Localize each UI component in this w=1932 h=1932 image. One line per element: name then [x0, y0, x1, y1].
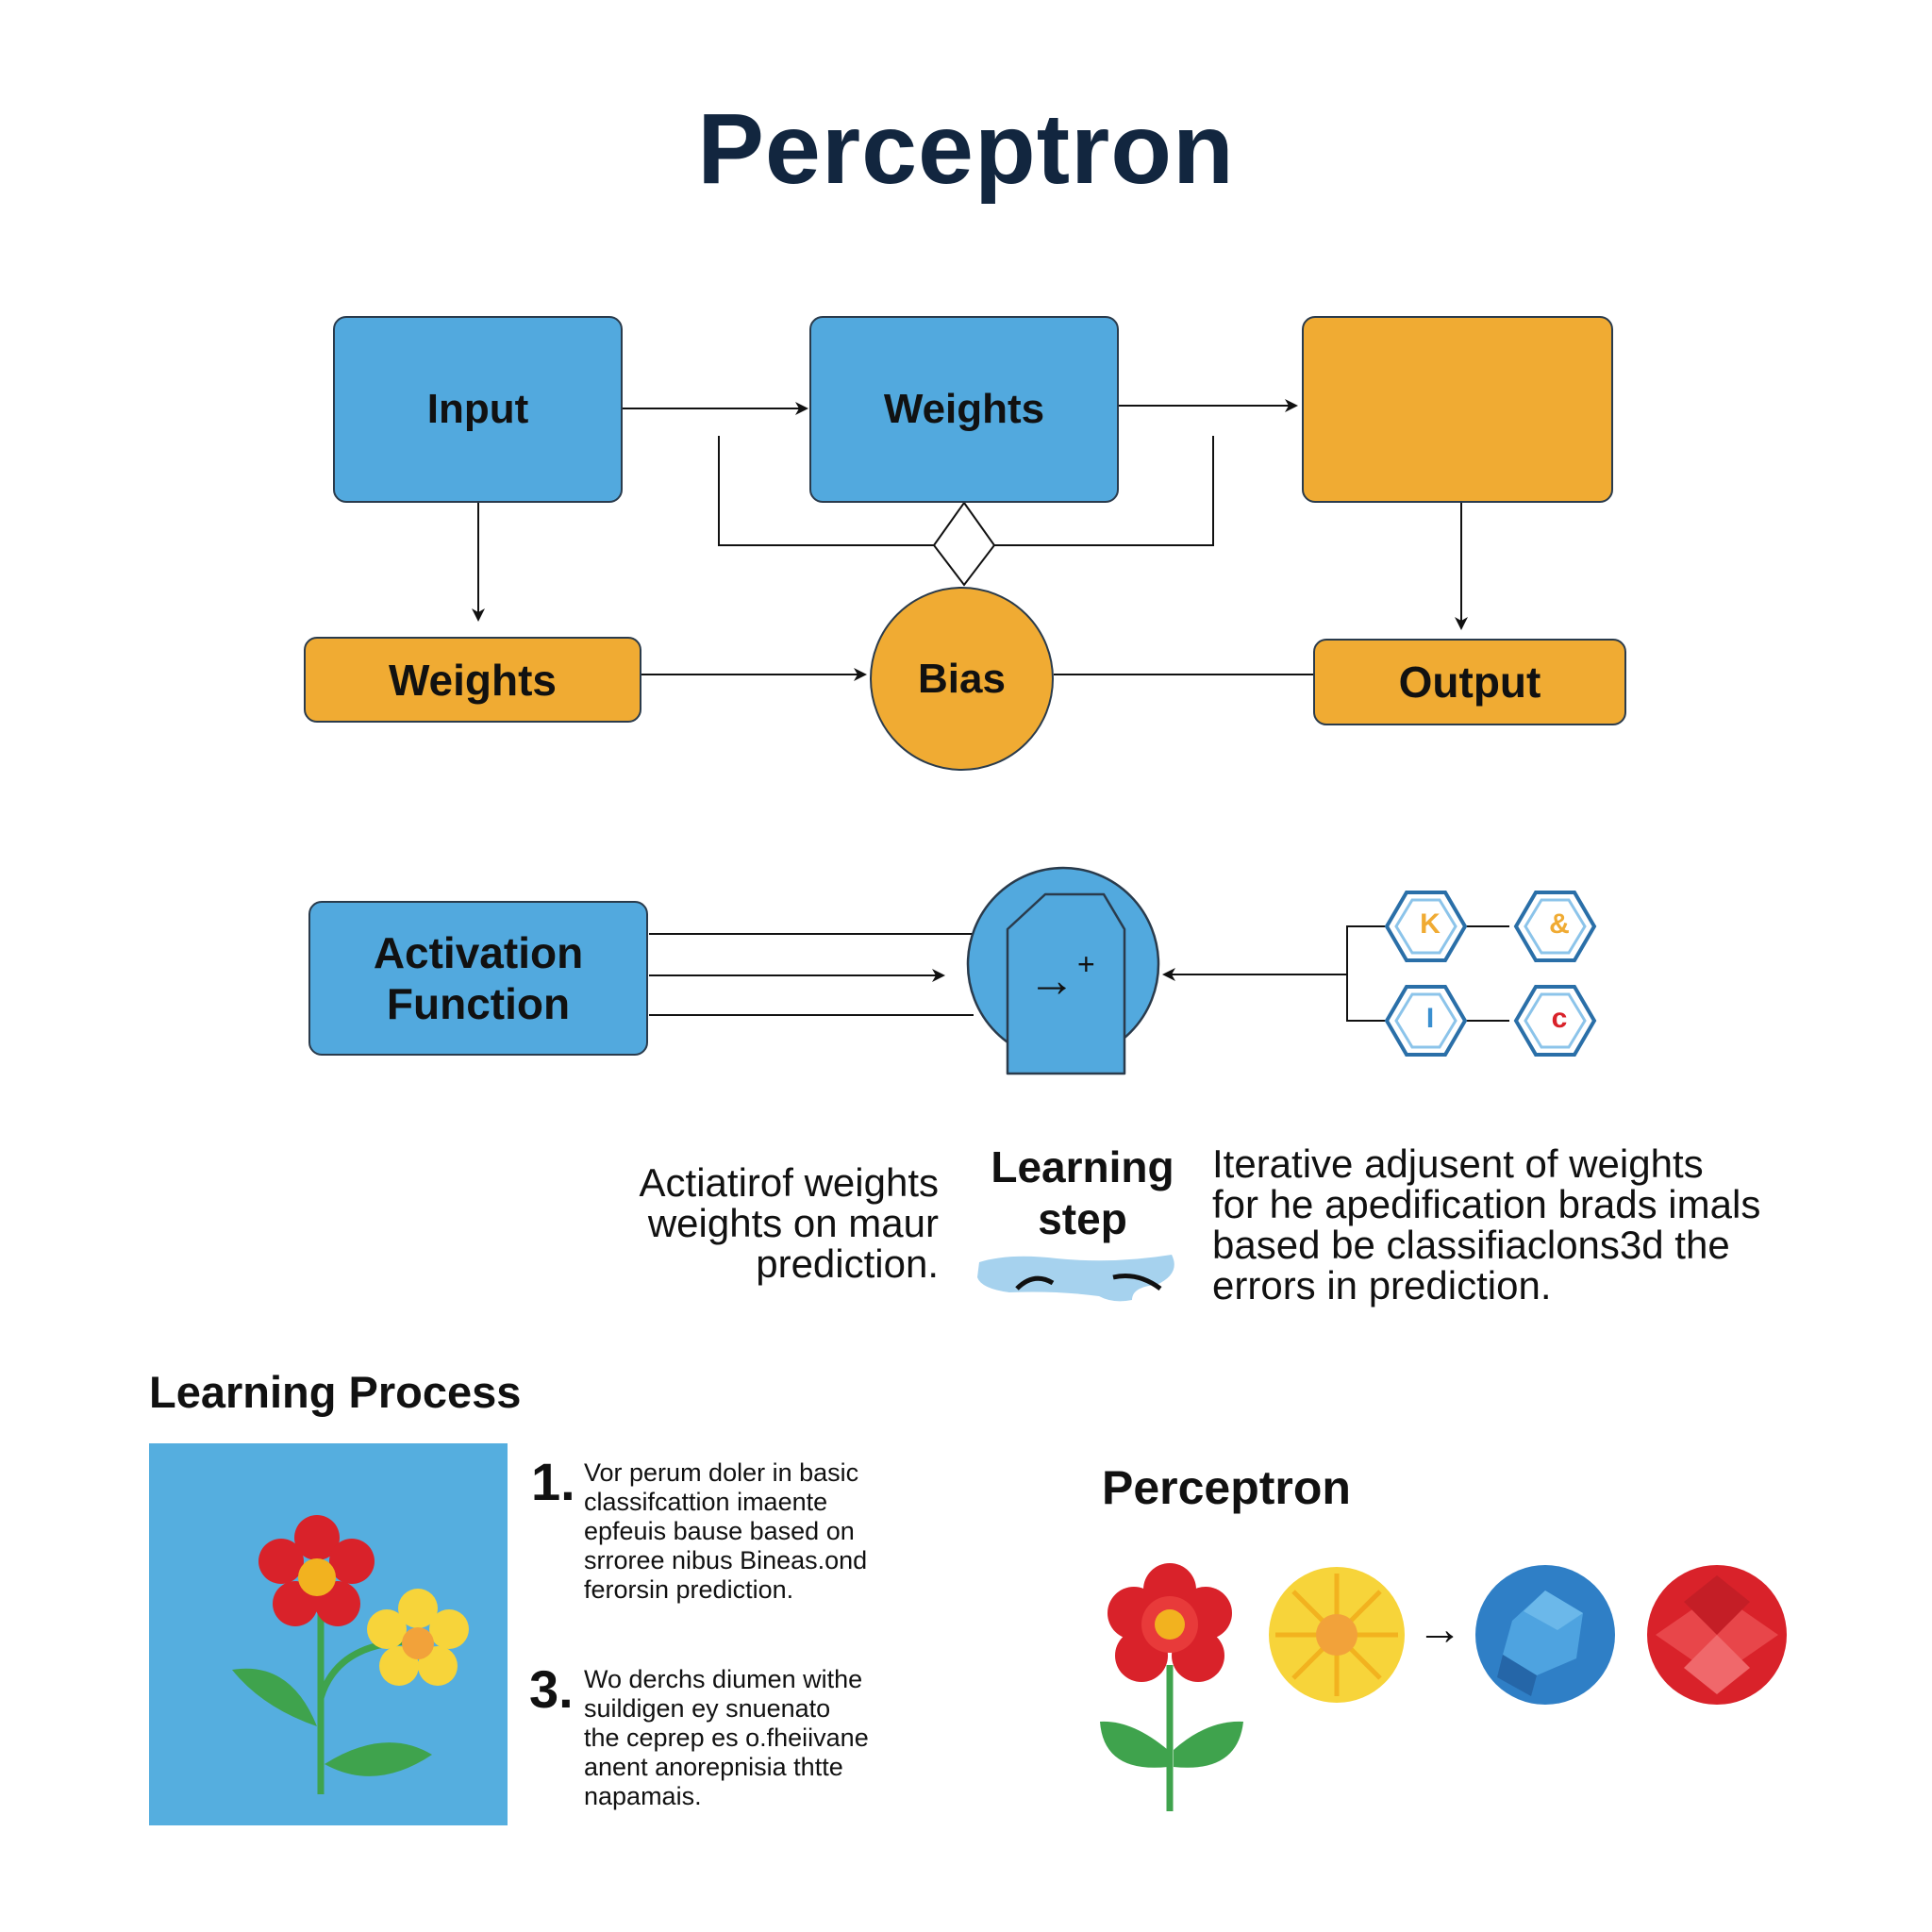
caption-center: Learning step	[981, 1141, 1184, 1245]
hex-label-c: c	[1551, 1003, 1568, 1034]
learning-step-line2: step	[1038, 1194, 1127, 1243]
perceptron-panel-arrow: →	[1417, 1605, 1462, 1655]
perceptron-heading: Perceptron	[1102, 1461, 1351, 1514]
hex-label-k: K	[1420, 908, 1441, 940]
weights-orange-node: Weights	[304, 637, 641, 723]
learning-process-heading: Learning Process	[149, 1367, 522, 1417]
list-item-line: srroree nibus Bineas.ond	[584, 1546, 868, 1574]
output-label: Output	[1398, 658, 1541, 707]
caption-left-line: prediction.	[756, 1241, 939, 1286]
bias-label: Bias	[918, 655, 1006, 702]
orange-box-node	[1302, 316, 1613, 503]
hex-label-amp: &	[1549, 908, 1570, 940]
activation-function-node: Activation Function	[308, 901, 648, 1056]
caption-left: Actiatirof weights weights on maur predi…	[528, 1162, 939, 1284]
flower-illustration	[149, 1443, 508, 1825]
input-label: Input	[426, 386, 529, 432]
diamond-junction	[932, 501, 996, 587]
list-number-3: 3.	[529, 1659, 574, 1719]
list-item-line: classifcattion imaente	[584, 1488, 828, 1516]
list-item-line: the ceprep es o.fheiivane	[584, 1724, 869, 1752]
list-number-1: 1.	[531, 1452, 575, 1511]
processing-node-icon	[966, 866, 1160, 1075]
page-title: Perceptron	[697, 93, 1235, 205]
list-item-3-text: Wo derchs diumen withe suildigen ey snue…	[584, 1665, 905, 1811]
list-item-line: anent anorepnisia thtte	[584, 1753, 843, 1781]
input-node: Input	[333, 316, 623, 503]
weights-label: Weights	[883, 386, 1045, 432]
caption-right-line: errors in prediction.	[1212, 1263, 1552, 1307]
caption-right-line: Iterative adjusent of weights	[1212, 1141, 1704, 1186]
list-item-line: Wo derchs diumen withe	[584, 1665, 863, 1693]
caption-right: Iterative adjusent of weights for he ape…	[1212, 1143, 1778, 1306]
list-item-line: napamais.	[584, 1782, 702, 1810]
red-flower-icon	[1100, 1563, 1243, 1811]
list-item-line: Vor perum doler in basic	[584, 1458, 859, 1487]
processing-node-symbol: →	[1028, 953, 1075, 1008]
arrow-symbol: →	[1028, 954, 1075, 1007]
list-item-1-text: Vor perum doler in basic classifcattion …	[584, 1458, 905, 1605]
caption-right-line: based be classifiaclons3d the	[1212, 1223, 1730, 1267]
processing-node-superscript: +	[1077, 947, 1095, 981]
output-node: Output	[1313, 639, 1626, 725]
blue-sphere-icon	[1475, 1565, 1615, 1705]
list-item-line: suildigen ey snuenato	[584, 1694, 831, 1723]
list-item-line: epfeuis bause based on	[584, 1517, 855, 1545]
sun-icon	[1269, 1567, 1405, 1703]
activation-label-line2: Function	[386, 979, 571, 1028]
bias-node: Bias	[870, 587, 1054, 771]
activation-label-line1: Activation	[373, 928, 584, 977]
hex-label-i: I	[1425, 1003, 1435, 1034]
learning-step-line1: Learning	[991, 1142, 1174, 1191]
red-gem-icon	[1647, 1565, 1787, 1705]
caption-right-line: for he apedification brads imals	[1212, 1182, 1761, 1226]
caption-left-line: weights on maur	[647, 1201, 939, 1245]
puddle-icon	[977, 1255, 1174, 1302]
caption-left-line: Actiatirof weights	[639, 1160, 939, 1205]
list-item-line: ferorsin prediction.	[584, 1575, 794, 1604]
weights-node: Weights	[809, 316, 1119, 503]
hex-cluster	[1384, 891, 1597, 1057]
weights-orange-label: Weights	[388, 655, 558, 705]
hex-bracket	[1346, 925, 1387, 1022]
